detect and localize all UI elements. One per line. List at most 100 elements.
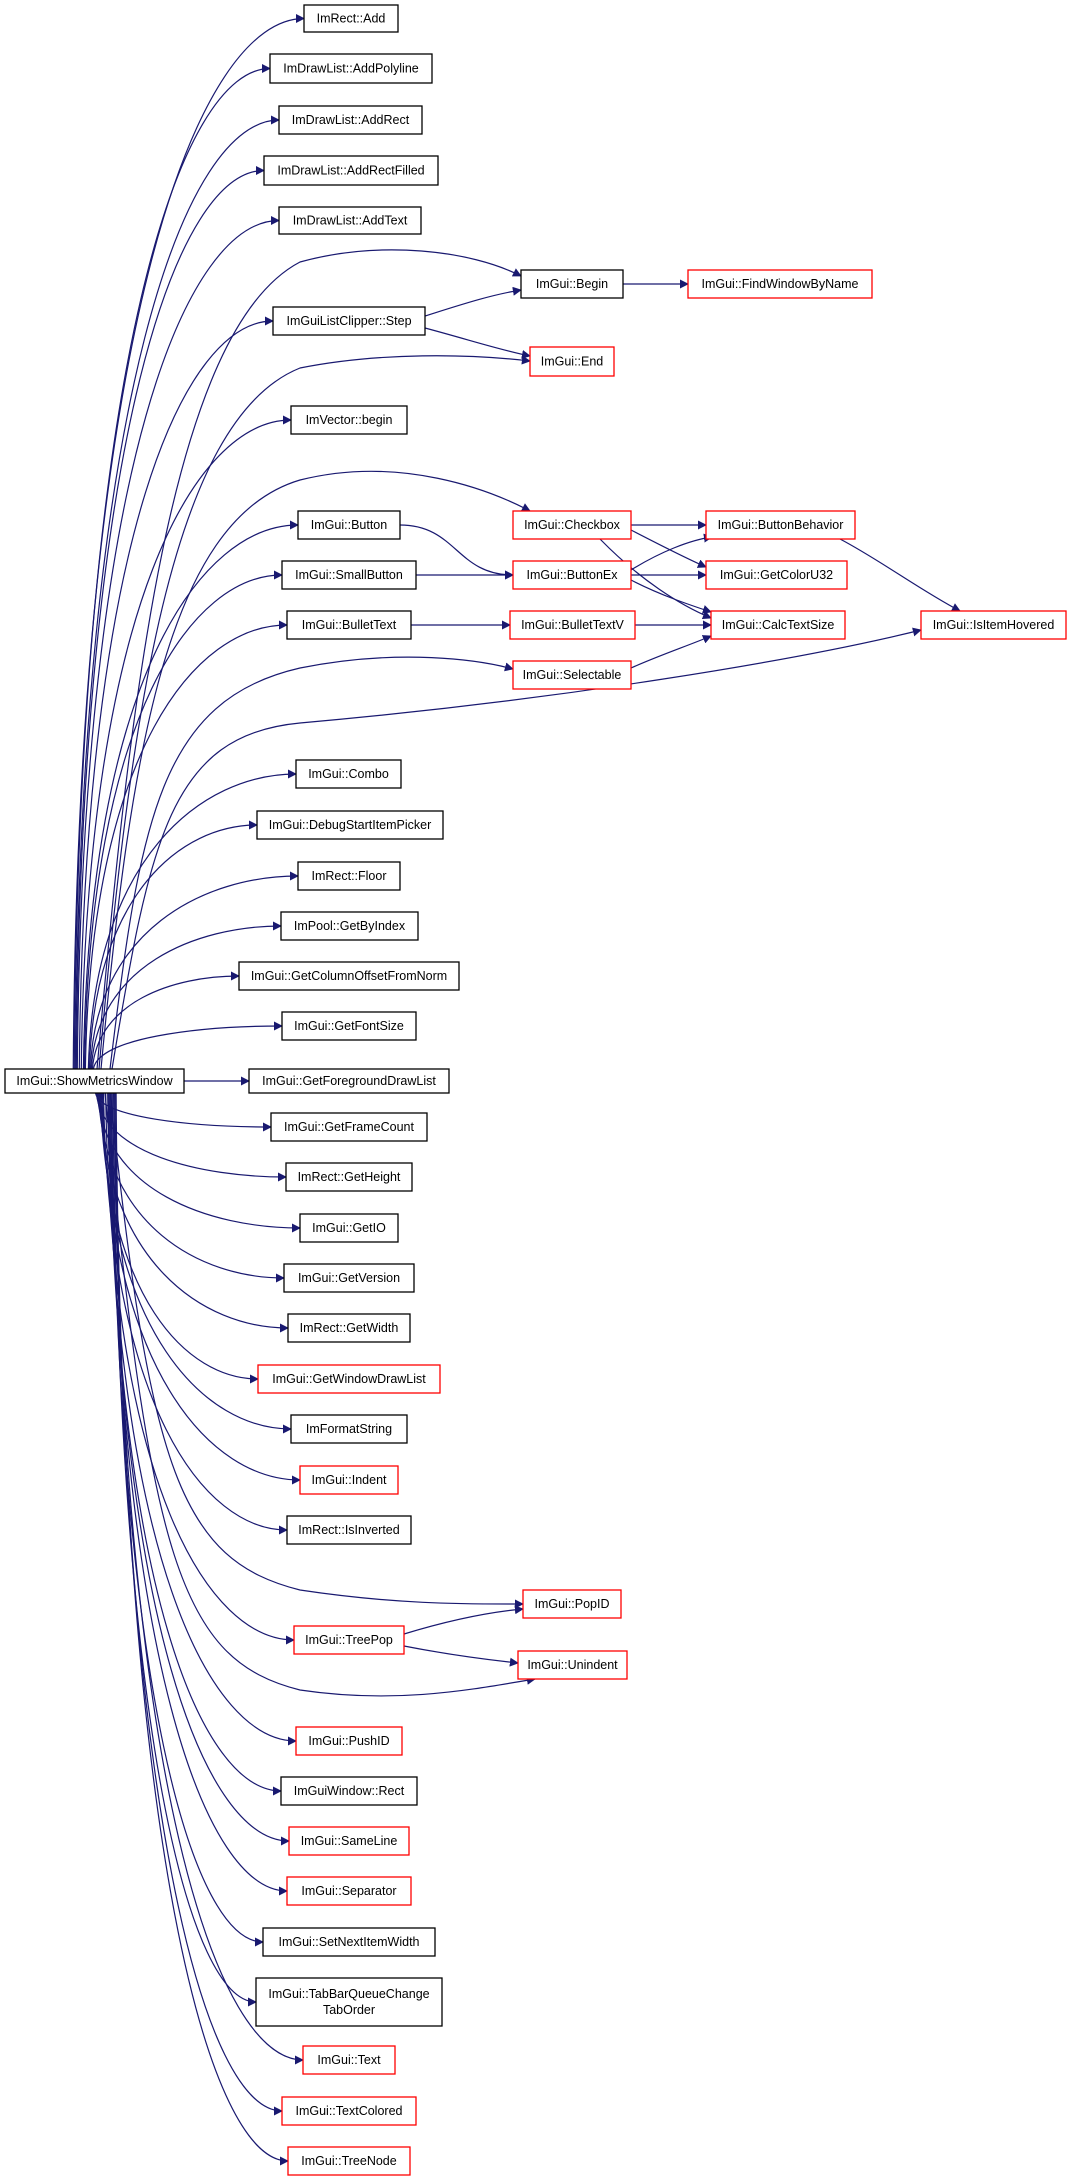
node-checkbox[interactable]: ImGui::Checkbox xyxy=(512,510,632,540)
node-im-format-string[interactable]: ImFormatString xyxy=(290,1414,408,1444)
node-indent[interactable]: ImGui::Indent xyxy=(299,1465,399,1495)
node-add-polyline[interactable]: ImDrawList::AddPolyline xyxy=(269,53,433,84)
node-box xyxy=(295,1726,403,1756)
node-label-line: TabOrder xyxy=(323,2003,375,2017)
node-get-window-dl[interactable]: ImGui::GetWindowDrawList xyxy=(257,1364,441,1394)
node-small-button[interactable]: ImGui::SmallButton xyxy=(281,560,417,590)
node-label: ImGui::GetVersion xyxy=(298,1271,400,1285)
node-separator[interactable]: ImGui::Separator xyxy=(286,1876,412,1906)
node-same-line[interactable]: ImGui::SameLine xyxy=(288,1826,410,1856)
node-box xyxy=(297,510,401,540)
node-label: ImGui::Begin xyxy=(536,277,608,291)
edge-checkbox-to-get_color_u32 xyxy=(630,529,707,568)
edge-root-to-vector_begin xyxy=(80,415,292,1070)
node-pop-id[interactable]: ImGui::PopID xyxy=(522,1589,622,1619)
node-label: ImGui::ButtonEx xyxy=(526,568,618,582)
node-bullet-text[interactable]: ImGui::BulletText xyxy=(286,610,412,640)
node-tree-pop[interactable]: ImGui::TreePop xyxy=(293,1625,405,1655)
node-label: ImFormatString xyxy=(306,1422,392,1436)
node-debug-picker[interactable]: ImGui::DebugStartItemPicker xyxy=(256,810,444,840)
node-get-frame-count[interactable]: ImGui::GetFrameCount xyxy=(270,1112,428,1142)
node-box xyxy=(262,1927,436,1957)
node-selectable[interactable]: ImGui::Selectable xyxy=(512,660,632,690)
node-label: ImGui::Button xyxy=(311,518,387,532)
node-push-id[interactable]: ImGui::PushID xyxy=(295,1726,403,1756)
node-rect-get-height[interactable]: ImRect::GetHeight xyxy=(285,1162,413,1192)
edge-clipper_step-to-begin xyxy=(424,286,522,317)
node-button-behavior[interactable]: ImGui::ButtonBehavior xyxy=(705,510,856,540)
edge-root-to-get_version xyxy=(97,1092,285,1283)
node-box xyxy=(281,560,417,590)
edge-root-to-bullet_text xyxy=(84,620,288,1070)
edge-root-to-add_rect xyxy=(74,115,280,1070)
node-root[interactable]: ImGui::ShowMetricsWindow xyxy=(4,1068,185,1094)
node-label: ImGui::TreeNode xyxy=(301,2154,396,2168)
node-rect-add[interactable]: ImRect::Add xyxy=(303,4,399,33)
node-box xyxy=(297,861,401,891)
node-box xyxy=(302,2045,396,2075)
node-is-item-hovered[interactable]: ImGui::IsItemHovered xyxy=(920,610,1067,640)
node-box xyxy=(287,1313,411,1343)
node-find-window[interactable]: ImGui::FindWindowByName xyxy=(687,269,873,299)
node-box xyxy=(283,1263,415,1293)
node-button-ex[interactable]: ImGui::ButtonEx xyxy=(512,560,632,590)
node-get-font-size[interactable]: ImGui::GetFontSize xyxy=(281,1011,417,1041)
node-pool-get-by-index[interactable]: ImPool::GetByIndex xyxy=(280,911,419,941)
edge-tree_pop-to-unindent xyxy=(403,1645,519,1667)
node-get-version[interactable]: ImGui::GetVersion xyxy=(283,1263,415,1293)
node-vector-begin[interactable]: ImVector::begin xyxy=(290,405,408,435)
edge-root-to-add_rect_filled xyxy=(75,166,265,1070)
node-box xyxy=(248,1068,450,1094)
node-label: ImRect::Floor xyxy=(311,869,386,883)
node-clipper-step[interactable]: ImGuiListClipper::Step xyxy=(272,306,426,336)
edge-root-to-checkbox xyxy=(100,470,531,1070)
edge-tree_pop-to-pop_id xyxy=(403,1605,524,1635)
edge-root-to-rect_is_inverted xyxy=(102,1092,288,1535)
node-rect-floor[interactable]: ImRect::Floor xyxy=(297,861,401,891)
node-box xyxy=(272,306,426,336)
node-text[interactable]: ImGui::Text xyxy=(302,2045,396,2075)
node-label: ImGui::GetFontSize xyxy=(294,1019,404,1033)
node-add-rect[interactable]: ImDrawList::AddRect xyxy=(278,105,423,135)
node-calc-text-size[interactable]: ImGui::CalcTextSize xyxy=(710,610,846,640)
node-label: ImGui::GetForegroundDrawList xyxy=(262,1074,436,1088)
edge-root-to-pop_id xyxy=(109,1092,524,1609)
node-label: ImGui::GetFrameCount xyxy=(284,1120,414,1134)
node-unindent[interactable]: ImGui::Unindent xyxy=(517,1650,628,1680)
node-label: ImGui::Text xyxy=(317,2053,381,2067)
node-get-column-offset[interactable]: ImGui::GetColumnOffsetFromNorm xyxy=(238,961,460,991)
node-box xyxy=(512,510,632,540)
node-box xyxy=(288,1826,410,1856)
node-add-text[interactable]: ImDrawList::AddText xyxy=(278,206,422,235)
node-label: ImGui::IsItemHovered xyxy=(933,618,1055,632)
node-end[interactable]: ImGui::End xyxy=(529,346,615,377)
node-set-next-item-width[interactable]: ImGui::SetNextItemWidth xyxy=(262,1927,436,1957)
node-box xyxy=(687,269,873,299)
node-get-color-u32[interactable]: ImGui::GetColorU32 xyxy=(705,560,848,590)
node-get-foreground-dl[interactable]: ImGui::GetForegroundDrawList xyxy=(248,1068,450,1094)
node-bullet-text-v[interactable]: ImGui::BulletTextV xyxy=(509,610,636,640)
node-window-rect[interactable]: ImGuiWindow::Rect xyxy=(280,1776,418,1806)
node-label: ImPool::GetByIndex xyxy=(294,919,406,933)
node-tree-node[interactable]: ImGui::TreeNode xyxy=(287,2146,411,2176)
node-text-colored[interactable]: ImGui::TextColored xyxy=(281,2096,417,2126)
edge-root-to-small_button xyxy=(83,570,283,1070)
node-label-line: ImGui::TabBarQueueChange xyxy=(268,1987,429,2001)
edge-root-to-add_polyline xyxy=(73,64,271,1070)
node-button[interactable]: ImGui::Button xyxy=(297,510,401,540)
edge-clipper_step-to-end xyxy=(424,327,531,359)
node-label: ImGui::GetColorU32 xyxy=(720,568,833,582)
node-combo[interactable]: ImGui::Combo xyxy=(295,759,402,789)
node-box xyxy=(285,1162,413,1192)
node-rect-get-width[interactable]: ImRect::GetWidth xyxy=(287,1313,411,1343)
node-begin[interactable]: ImGui::Begin xyxy=(520,269,624,299)
node-box xyxy=(517,1650,628,1680)
edge-root-to-text xyxy=(113,1092,304,2065)
node-box xyxy=(281,1011,417,1041)
node-label: ImGui::Indent xyxy=(311,1473,387,1487)
node-get-io[interactable]: ImGui::GetIO xyxy=(299,1213,399,1243)
node-add-rect-filled[interactable]: ImDrawList::AddRectFilled xyxy=(263,155,439,186)
node-rect-is-inverted[interactable]: ImRect::IsInverted xyxy=(286,1515,412,1545)
